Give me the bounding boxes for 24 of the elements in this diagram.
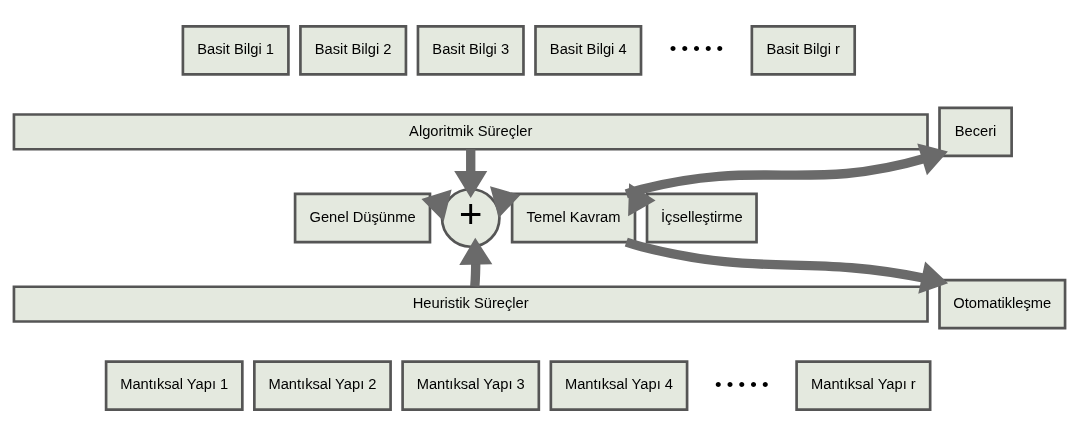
arrow bbox=[421, 188, 452, 221]
node-box: Basit Bilgi 3 bbox=[416, 24, 525, 76]
node-box: Mantıksal Yapı 2 bbox=[253, 359, 392, 411]
node-box: Genel Düşünme bbox=[293, 192, 432, 243]
node-box: Mantıksal Yapı r bbox=[795, 359, 932, 411]
node-box: Mantıksal Yapı 4 bbox=[549, 359, 689, 411]
node-box: Mantıksal Yapı 1 bbox=[104, 359, 244, 411]
arrow bbox=[459, 237, 493, 287]
label: • • • • • bbox=[669, 37, 724, 59]
node-box: Heuristik Süreçler bbox=[12, 284, 929, 323]
node-box: Basit Bilgi 2 bbox=[299, 24, 408, 76]
arrow bbox=[454, 148, 488, 198]
node-box: Beceri bbox=[938, 105, 1013, 157]
arrow bbox=[628, 182, 656, 216]
node-box: Basit Bilgi 4 bbox=[534, 24, 643, 76]
arrow bbox=[624, 237, 949, 294]
node-box: Basit Bilgi r bbox=[750, 24, 857, 76]
node-box: Otomatikleşme bbox=[938, 278, 1067, 330]
label: • • • • • bbox=[715, 373, 769, 395]
node-box: Algoritmik Süreçler bbox=[12, 112, 929, 151]
arrow bbox=[624, 143, 948, 198]
node-box: İçselleştirme bbox=[645, 192, 758, 243]
node-box: Mantıksal Yapı 3 bbox=[401, 359, 541, 411]
node-box: Basit Bilgi 1 bbox=[181, 24, 290, 76]
